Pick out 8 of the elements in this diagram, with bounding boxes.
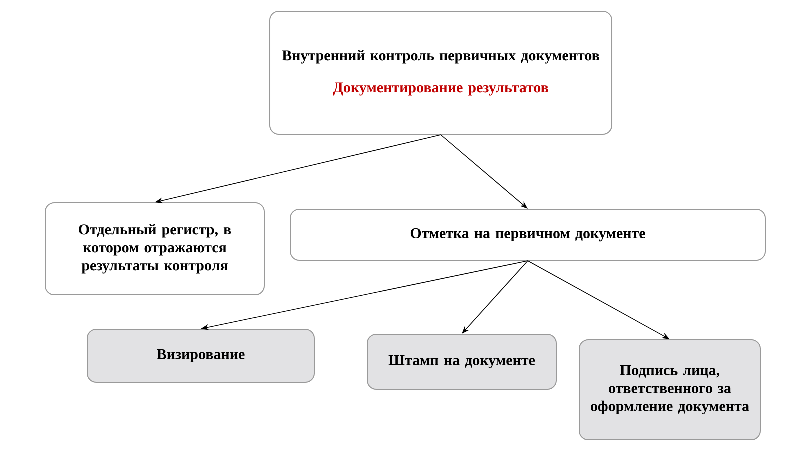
arrow	[440, 134, 528, 209]
arrow	[462, 260, 528, 334]
text-box: Подпись лица, ответственного за оформление документа	[579, 340, 761, 440]
text-box: Штамп на документе	[367, 334, 557, 390]
text-box: Отметка на первичном документе	[290, 209, 766, 261]
text-box: Отдельный регистр, в котором отражаются результаты контроля	[45, 202, 265, 296]
text-box: Визирование	[87, 329, 315, 383]
text-box: Внутренний контроль первичных документов Документирование результатов	[270, 11, 612, 135]
